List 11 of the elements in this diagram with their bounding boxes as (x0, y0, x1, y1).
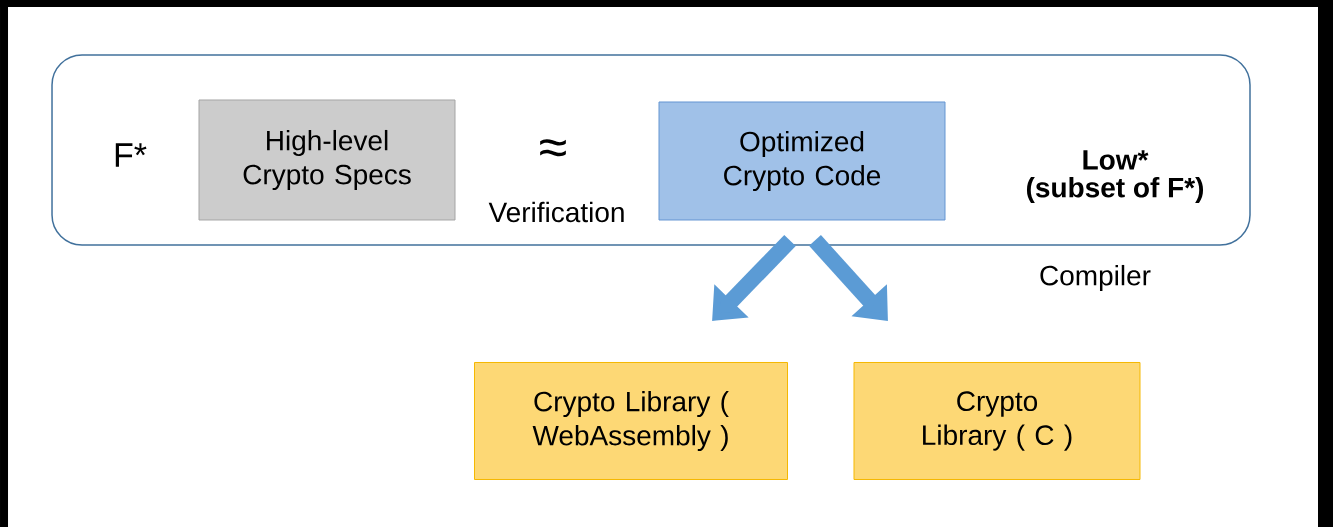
code-box: Optimized Crypto Code (658, 101, 946, 221)
approx-symbol: ≈ (540, 139, 566, 157)
language-label: (subset of F*) (1026, 176, 1204, 204)
block-arrow (809, 235, 888, 321)
block-arrow (712, 234, 796, 321)
library-box: Crypto Library ( WebAssembly ) (474, 362, 788, 480)
compiler-label: Compiler (1040, 264, 1151, 292)
spec-box: High-level Crypto Specs (198, 99, 456, 221)
library-box: Crypto Library ( C ) (853, 362, 1141, 480)
language-label: Low* (1083, 150, 1149, 170)
verification-label: Verification (488, 201, 624, 223)
